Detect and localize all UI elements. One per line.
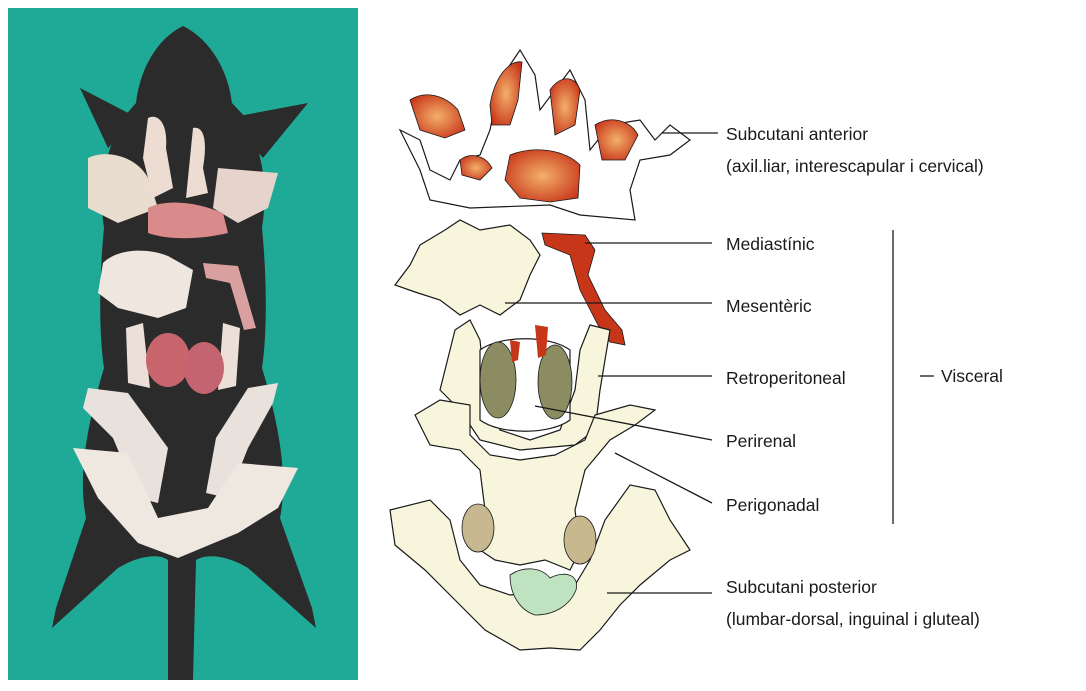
label-subcutani-anterior-detail: (axil.liar, interescapular i cervical)	[726, 155, 984, 177]
label-subcutani-posterior: Subcutani posterior	[726, 576, 877, 598]
label-subcutani-posterior-detail: (lumbar-dorsal, inguinal i gluteal)	[726, 608, 980, 630]
label-retroperitoneal: Retroperitoneal	[726, 367, 846, 389]
leader-perigonadal	[615, 453, 712, 503]
label-mesenteric: Mesentèric	[726, 295, 812, 317]
leader-perirenal	[535, 406, 712, 440]
label-visceral: Visceral	[941, 365, 1003, 387]
label-subcutani-anterior: Subcutani anterior	[726, 123, 868, 145]
label-perigonadal: Perigonadal	[726, 494, 819, 516]
label-mediastinic: Mediastínic	[726, 233, 815, 255]
label-perirenal: Perirenal	[726, 430, 796, 452]
